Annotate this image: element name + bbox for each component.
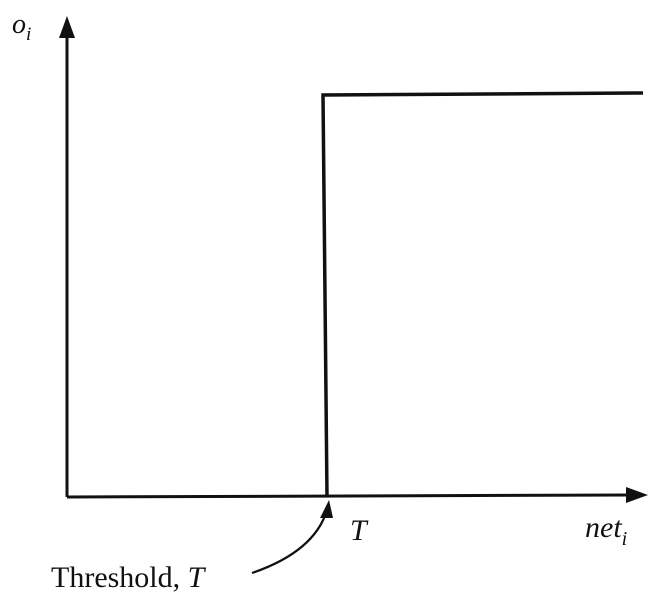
threshold-annotation: Threshold, T [51, 561, 207, 594]
threshold-tick-label: T [350, 514, 369, 547]
x-axis [66, 493, 631, 499]
step-curve [321, 91, 644, 498]
y-axis-arrowhead [59, 16, 75, 38]
y-axis-label: oi [12, 9, 31, 45]
x-axis-label: neti [585, 511, 627, 550]
threshold-pointer-arrowhead [320, 500, 333, 518]
x-axis-arrowhead [626, 487, 648, 503]
threshold-pointer-arrow [251, 509, 329, 575]
